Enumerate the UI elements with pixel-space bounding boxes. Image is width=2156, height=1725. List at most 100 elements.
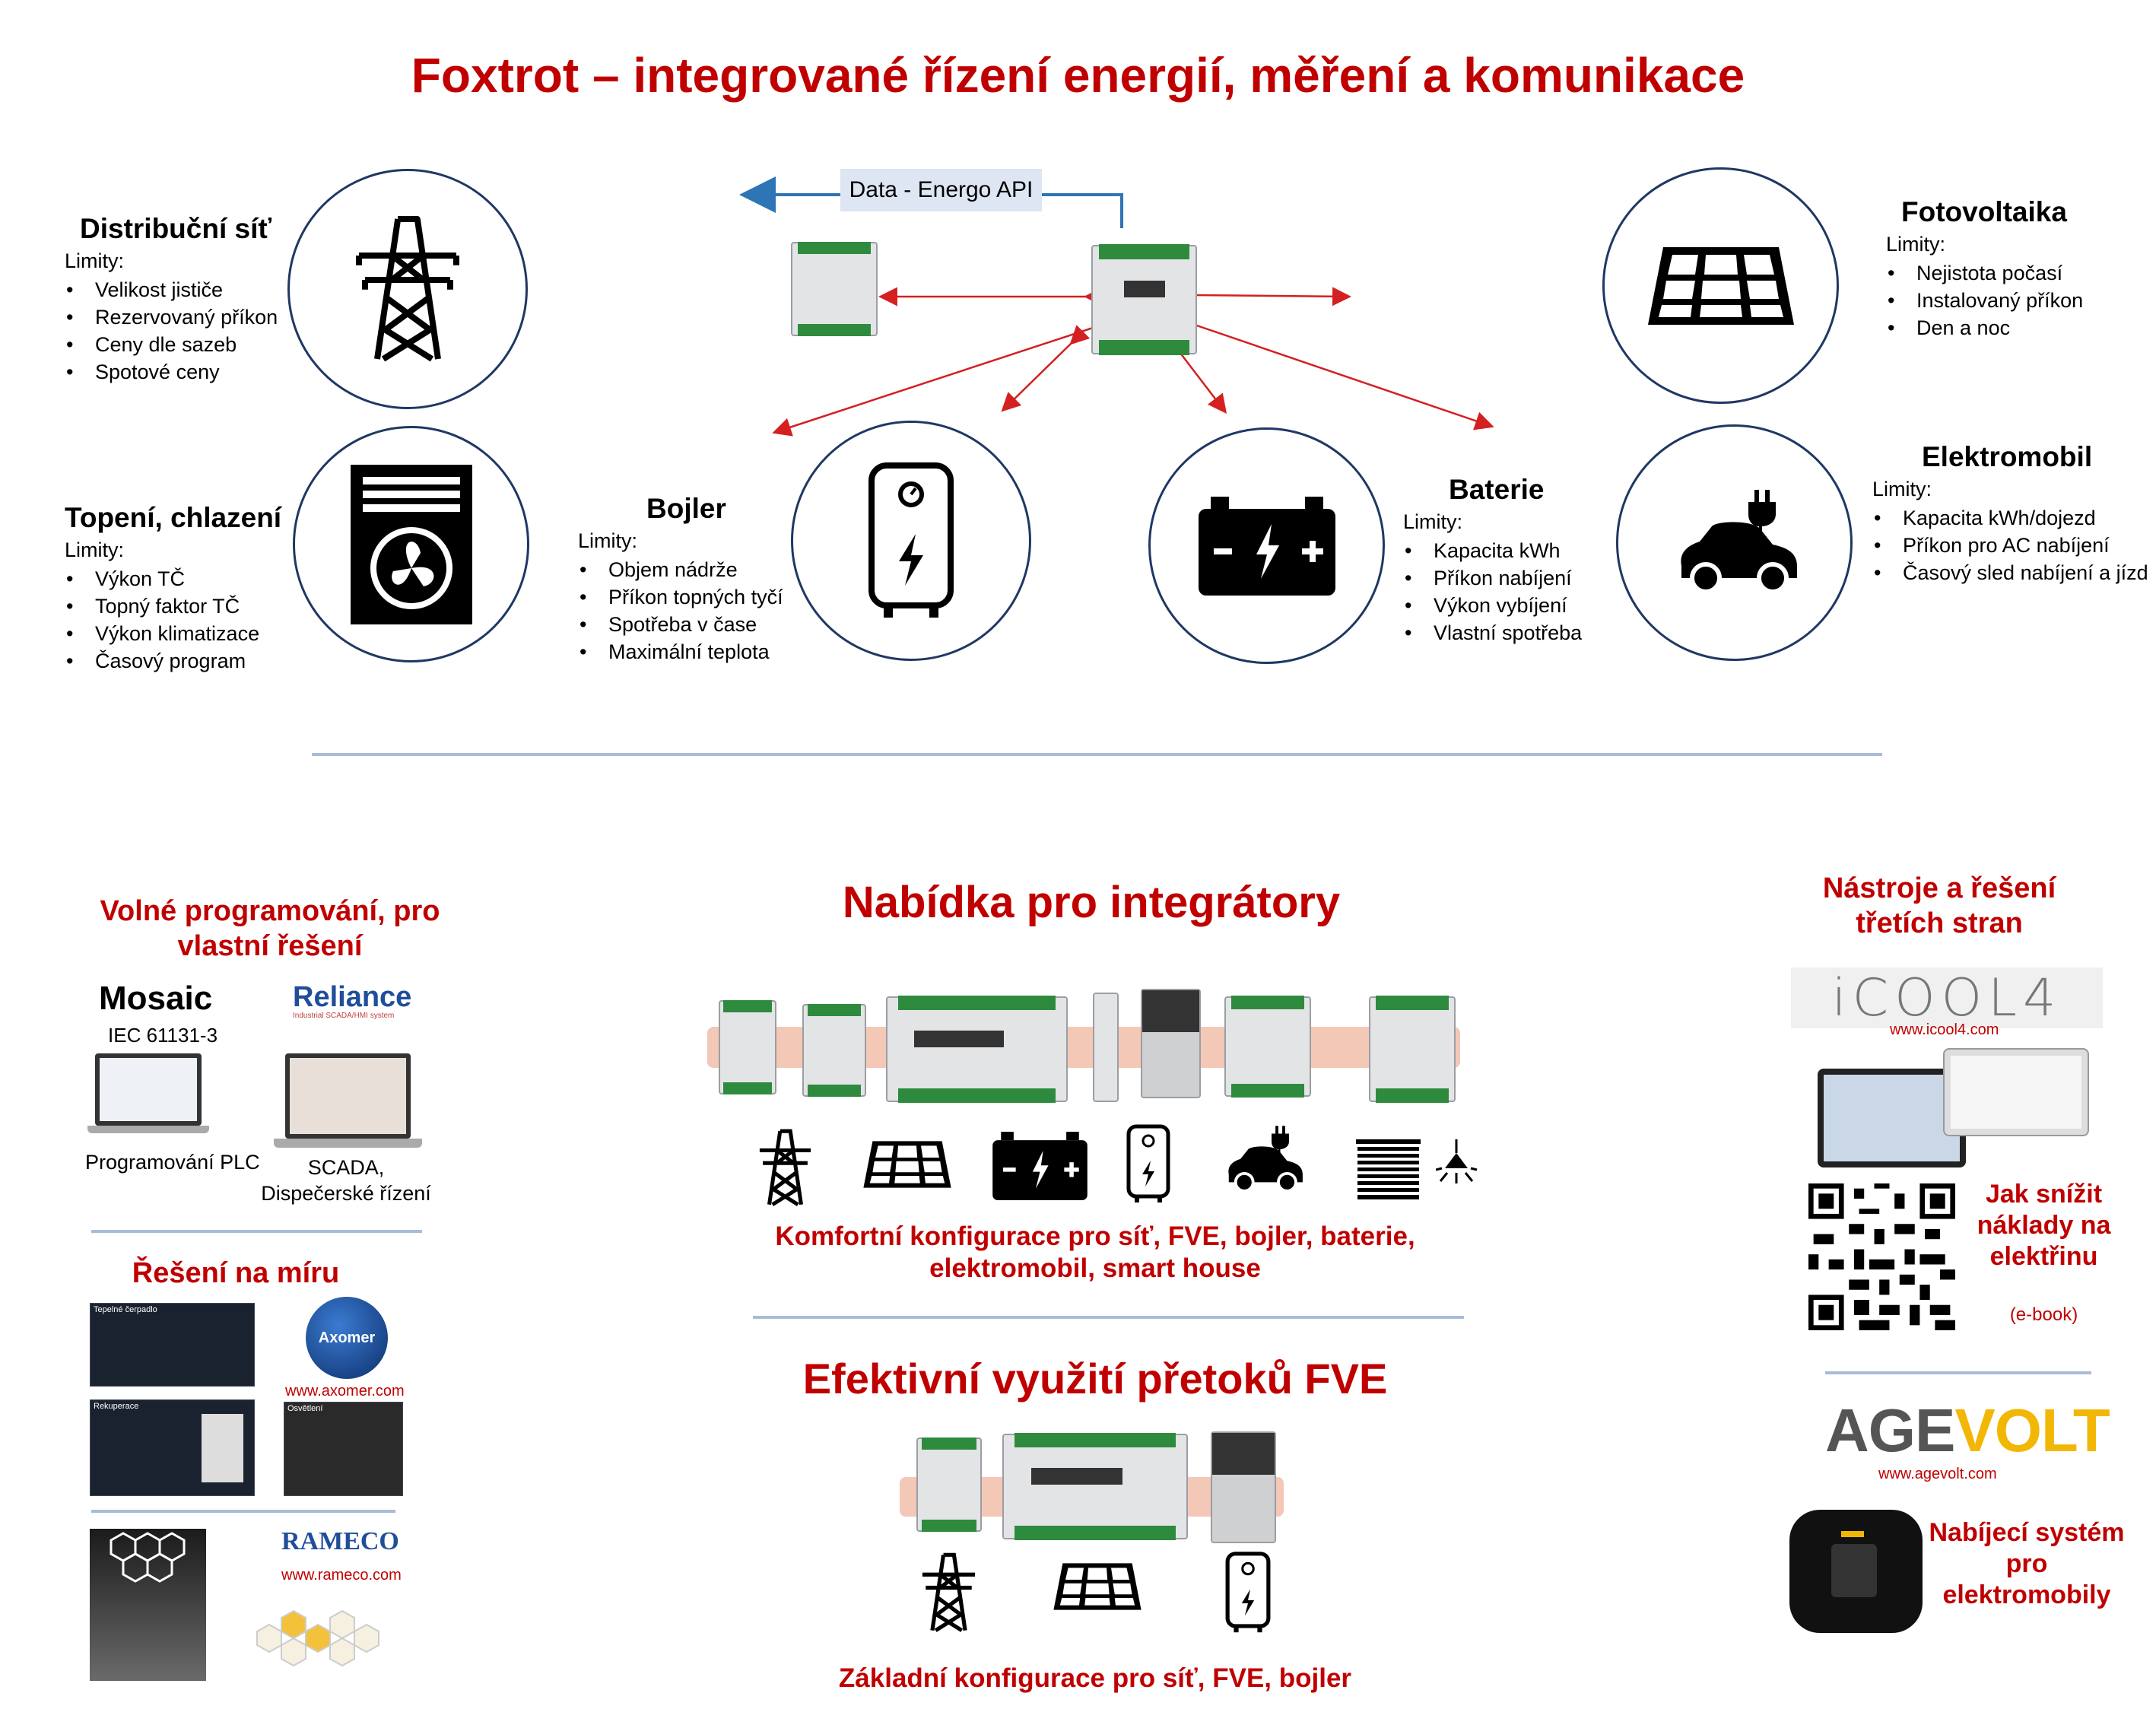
battery-limit-item: Výkon vybíjení [1405, 592, 1582, 619]
ev-heading: Elektromobil [1922, 441, 2093, 472]
water-heater-icon [1225, 1552, 1271, 1633]
water-heater-icon [868, 462, 954, 618]
boiler-limit-item: Spotřeba v čase [579, 611, 783, 638]
foxtrot-cpu-image [886, 996, 1068, 1103]
ev-limit-item: Příkon pro AC nabíjení [1874, 532, 2142, 559]
din-module-image [1369, 996, 1456, 1103]
ebook-title: Jak snížit náklady na elektřinu [1977, 1180, 2111, 1271]
din-module-image [1093, 993, 1119, 1102]
grid-limit-item: Velikost jističe [66, 276, 278, 303]
grid-limits-label: Limity: [65, 249, 125, 272]
heating-block: Topení, chlazení Limity: Výkon TČ Topný … [65, 502, 281, 675]
ssr-relay-image [1211, 1431, 1276, 1543]
foxtrot-cpu-image [1002, 1433, 1188, 1540]
battery-limits-label: Limity: [1403, 510, 1463, 533]
pv-limit-item: Den a noc [1888, 314, 2083, 342]
plc-label: Programování PLC [85, 1151, 260, 1174]
heating-limit-item: Výkon TČ [66, 565, 281, 592]
battery-circle [1148, 427, 1385, 664]
battery-limit-item: Příkon nabíjení [1405, 564, 1582, 592]
offer-caption: Komfortní konfigurace pro síť, FVE, bojl… [775, 1221, 1415, 1283]
right-divider [1825, 1371, 2091, 1374]
power-tower-icon [356, 216, 459, 362]
grid-limit-item: Ceny dle sazeb [66, 331, 278, 358]
mosaic-standard: IEC 61131-3 [108, 1024, 218, 1047]
pv-limit-item: Nejistota počasí [1888, 259, 2083, 287]
battery-limit-item: Kapacita kWh [1405, 537, 1582, 564]
mosaic-logo: Mosaic [99, 980, 213, 1017]
io-module-image [791, 241, 878, 337]
battery-icon [1198, 496, 1335, 596]
left-divider-2 [91, 1510, 395, 1513]
ev-limit-item: Časový sled nabíjení a jízd [1874, 559, 2148, 586]
heating-limit-item: Topný faktor TČ [66, 592, 281, 620]
rameco-url[interactable]: www.rameco.com [281, 1567, 402, 1584]
foxtrot-controller-image [1091, 244, 1197, 355]
boiler-limits-label: Limity: [578, 529, 638, 552]
solar-panel-icon [863, 1141, 951, 1188]
rameco-showroom-image [90, 1529, 206, 1681]
arrow-to-pv [1178, 285, 1351, 307]
rameco-logo: RAMECO [281, 1527, 399, 1555]
pv-heading: Fotovoltaika [1901, 196, 2067, 227]
battery-icon [992, 1132, 1088, 1200]
rameco-hex-diagram-image [256, 1609, 379, 1667]
tools-title: Nástroje a řešení třetích stran [1822, 872, 2056, 939]
ev-limit-item: Kapacita kWh/dojezd [1874, 504, 2142, 532]
axomer-logo: Axomer [306, 1297, 388, 1379]
boiler-circle [791, 421, 1031, 661]
pv-circle [1602, 167, 1839, 404]
solar-panel-icon [1647, 246, 1794, 325]
grid-heading: Distribuční síť [80, 213, 272, 244]
ev-block: Elektromobil Limity: Kapacita kWh/dojezd… [1872, 441, 2148, 586]
ebook-subtitle: (e-book) [2009, 1304, 2078, 1325]
grid-limit-item: Rezervovaný příkon [66, 303, 278, 331]
boiler-limit-item: Objem nádrže [579, 556, 783, 583]
boiler-block: Bojler Limity: Objem nádrže Příkon topný… [578, 493, 783, 666]
pv-caption: Základní konfigurace pro síť, FVE, bojle… [838, 1663, 1352, 1693]
reliance-subtitle: Industrial SCADA/HMI system [293, 1012, 395, 1020]
offer-title: Nabídka pro integrátory [842, 878, 1341, 927]
heating-circle [293, 426, 529, 662]
tile-lighting-label: Osvětlení [287, 1404, 323, 1413]
heating-heading: Topení, chlazení [65, 502, 282, 533]
connection-lines [739, 176, 1494, 437]
heat-pump-icon [350, 464, 472, 624]
heating-limits-label: Limity: [65, 538, 125, 561]
section-divider [312, 753, 1882, 756]
pv-overflow-title: Efektivní využití přetoků FVE [802, 1355, 1388, 1403]
heating-limit-item: Výkon klimatizace [66, 620, 281, 647]
api-label: Data - Energo API [840, 169, 1042, 211]
icool4-url[interactable]: www.icool4.com [1890, 1021, 1999, 1038]
tablet-image [1943, 1048, 2089, 1136]
reliance-logo: Reliance [293, 981, 412, 1013]
left-divider-1 [91, 1230, 422, 1233]
din-module-image [719, 999, 776, 1095]
agevolt-part-a: AGE [1825, 1396, 1955, 1464]
power-tower-icon [922, 1552, 976, 1632]
ceiling-light-icon [1436, 1139, 1478, 1183]
arrow-to-heating [772, 313, 1113, 437]
tile-recuperation-label: Rekuperace [94, 1402, 139, 1411]
axomer-name: Axomer [318, 1329, 376, 1346]
window-blinds-icon [1356, 1139, 1421, 1199]
pv-limits-label: Limity: [1886, 233, 1946, 256]
center-divider [753, 1316, 1464, 1319]
arrow-to-ev [1173, 309, 1494, 430]
tablet-image [1818, 1069, 1966, 1167]
din-module-image [802, 1003, 866, 1098]
arrow-to-battery [1157, 328, 1227, 414]
icool4-logo: iCOOL4 [1791, 967, 2103, 1028]
din-module-image [916, 1437, 982, 1533]
axomer-url[interactable]: www.axomer.com [285, 1383, 405, 1399]
agevolt-url[interactable]: www.agevolt.com [1878, 1466, 1997, 1482]
icool4-name: iCOOL4 [1831, 967, 2062, 1028]
heat-pump-panel-image: Tepelné čerpadlo [90, 1303, 255, 1387]
custom-title: Řešení na míru [132, 1257, 340, 1289]
power-tower-icon [759, 1129, 811, 1206]
hex-lights-icon [110, 1532, 186, 1583]
recuperation-panel-image: Rekuperace [90, 1399, 255, 1496]
ev-circle [1616, 424, 1853, 661]
grid-limit-item: Spotové ceny [66, 358, 278, 386]
battery-limit-item: Vlastní spotřeba [1405, 619, 1582, 646]
